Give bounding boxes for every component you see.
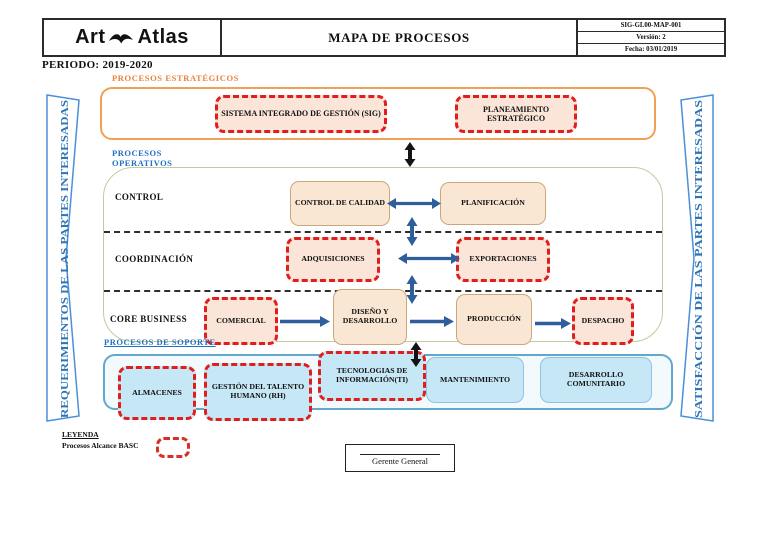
process-box-planeamiento-estrategico: PLANEAMIENTO ESTRATÉGICO xyxy=(455,95,577,133)
blue-double-arrow-control-icon xyxy=(387,197,441,210)
blue-arrow-produccion-despacho-icon xyxy=(535,317,571,330)
doc-version: Versión: 2 xyxy=(578,32,724,44)
right-stakeholders-banner: SATISFACCIÓN DE LAS PARTES INTERESADAS xyxy=(678,92,716,424)
signature-box: Gerente General xyxy=(345,444,455,472)
process-box-exportaciones: EXPORTACIONES xyxy=(456,237,550,282)
row-label-core-business: CORE BUSINESS xyxy=(110,314,187,324)
signature-line xyxy=(360,454,440,455)
process-box-control-de-calidad: CONTROL DE CALIDAD xyxy=(290,181,390,226)
process-box-sistema-integrado-gestion: SISTEMA INTEGRADO DE GESTIÓN (SIG) xyxy=(215,95,387,133)
doc-date: Fecha: 03/01/2019 xyxy=(624,46,678,53)
document-info-block: SIG-GL00-MAP-001 Versión: 2 Fecha: 03/01… xyxy=(576,20,724,55)
black-double-arrow-bottom-icon xyxy=(409,342,423,367)
row-label-coordinacion: COORDINACIÓN xyxy=(115,254,194,264)
process-box-planificacion: PLANIFICACIÓN xyxy=(440,182,546,225)
process-box-mantenimiento: MANTENIMIENTO xyxy=(426,357,524,403)
process-box-diseno-desarrollo: DISEÑO Y DESARROLLO xyxy=(333,289,407,345)
process-box-desarrollo-comunitario: DESARROLLO COMUNITARIO xyxy=(540,357,652,403)
doc-code: SIG-GL00-MAP-001 xyxy=(578,20,724,32)
process-box-gestion-talento-humano: GESTIÓN DEL TALENTO HUMANO (RH) xyxy=(204,363,312,421)
process-box-tecnologias-informacion: TECNOLOGIAS DE INFORMACIÓN(TI) xyxy=(318,351,426,401)
operative-label-line1: PROCESOS xyxy=(112,148,162,158)
process-box-produccion: PRODUCCIÓN xyxy=(456,294,532,345)
left-banner-text: REQUERIMIENTOS DE LAS PARTES INTERESADAS xyxy=(60,100,71,418)
period-label: PERIODO: 2019-2020 xyxy=(42,59,153,71)
process-box-despacho: DESPACHO xyxy=(572,297,634,345)
row-label-control: CONTROL xyxy=(115,192,164,202)
legend-title: LEYENDA xyxy=(62,430,99,439)
strategic-section-label: PROCESOS ESTRATÉGICOS xyxy=(112,73,239,83)
blue-double-arrow-coordinacion-icon xyxy=(398,252,460,265)
row-divider-1 xyxy=(104,231,662,233)
support-section-label: PROCESOS DE SOPORTE xyxy=(104,337,216,347)
legend-dashed-box-sample xyxy=(156,437,190,458)
process-box-almacenes: ALMACENES xyxy=(118,366,196,420)
operative-section-label: PROCESOS OPERATIVOS xyxy=(112,148,173,168)
left-banner-shape xyxy=(46,94,80,422)
blue-arrow-diseno-produccion-icon xyxy=(410,315,454,328)
swallow-bird-icon xyxy=(109,33,134,44)
blue-double-arrow-vertical-1-icon xyxy=(405,217,419,246)
legend-item-label: Procesos Alcance BASC xyxy=(62,441,139,450)
blue-double-arrow-vertical-2-icon xyxy=(405,275,419,304)
right-banner-text: SATISFACCIÓN DE LAS PARTES INTERESADAS xyxy=(693,100,705,418)
blue-arrow-comercial-diseno-icon xyxy=(280,315,330,328)
logo-atlas-text: Atlas xyxy=(137,26,189,48)
process-box-adquisiciones: ADQUISICIONES xyxy=(286,237,380,282)
title-cell: MAPA DE PROCESOS xyxy=(222,20,576,55)
operative-label-line2: OPERATIVOS xyxy=(112,157,173,168)
right-banner-shape xyxy=(680,94,714,422)
left-stakeholders-banner: REQUERIMIENTOS DE LAS PARTES INTERESADAS xyxy=(44,92,82,424)
black-double-arrow-top-icon xyxy=(403,142,417,167)
document-header: Art Atlas MAPA DE PROCESOS SIG-GL00-MAP-… xyxy=(42,18,726,57)
process-box-comercial: COMERCIAL xyxy=(204,297,278,345)
signature-label: Gerente General xyxy=(372,456,428,466)
page-title: MAPA DE PROCESOS xyxy=(328,29,470,45)
logo-art-text: Art xyxy=(75,26,106,48)
company-logo: Art Atlas xyxy=(44,20,222,55)
